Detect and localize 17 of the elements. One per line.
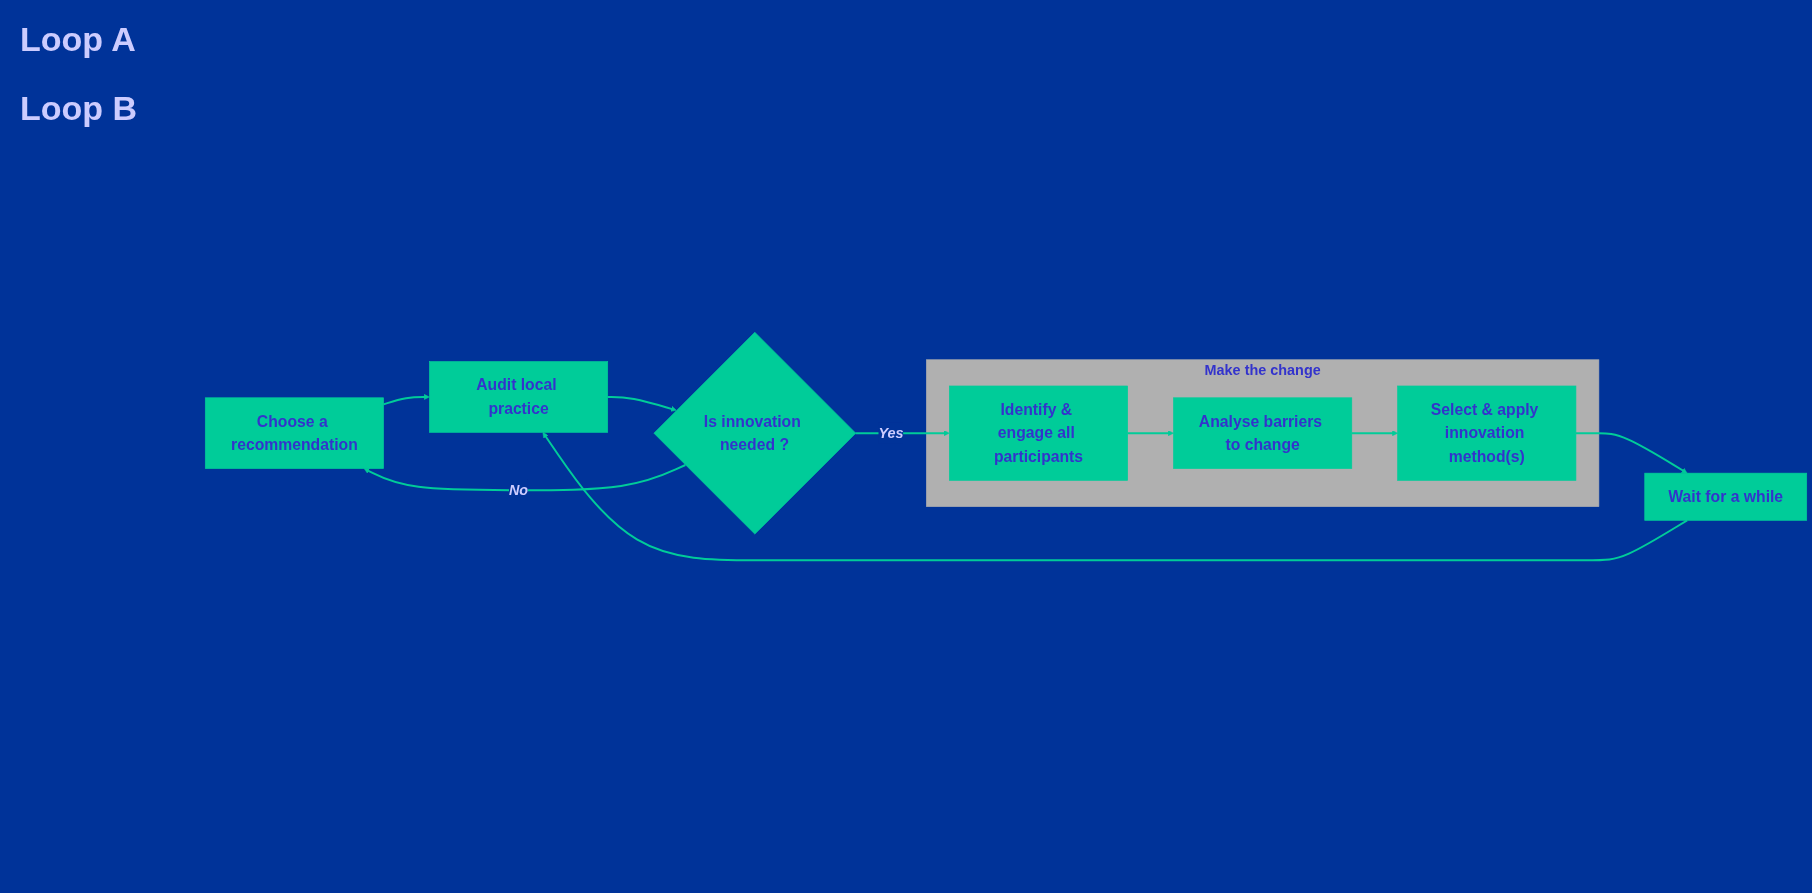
loop-label: Loop A bbox=[20, 20, 137, 59]
loop-label: Loop B bbox=[20, 89, 138, 128]
node-box: Wait for a while bbox=[1644, 473, 1808, 521]
node-box: Identify & engage all participants bbox=[949, 385, 1128, 481]
node-box: Select & apply innovation method(s) bbox=[1397, 385, 1577, 481]
arrow bbox=[1126, 430, 1174, 437]
arrow bbox=[382, 394, 430, 406]
node-box: Audit local practice bbox=[429, 361, 609, 433]
node-diamond: Is innovation needed ? bbox=[653, 332, 857, 535]
arrow bbox=[1350, 430, 1398, 437]
edge-label: No bbox=[508, 482, 529, 499]
node-box: Analyse barriers to change bbox=[1173, 397, 1353, 470]
arrow bbox=[1574, 432, 1688, 474]
edge-label: Yes bbox=[878, 425, 904, 442]
arrow bbox=[363, 464, 687, 492]
node-box: Choose a recommendation bbox=[204, 397, 384, 470]
arrow bbox=[606, 396, 677, 412]
